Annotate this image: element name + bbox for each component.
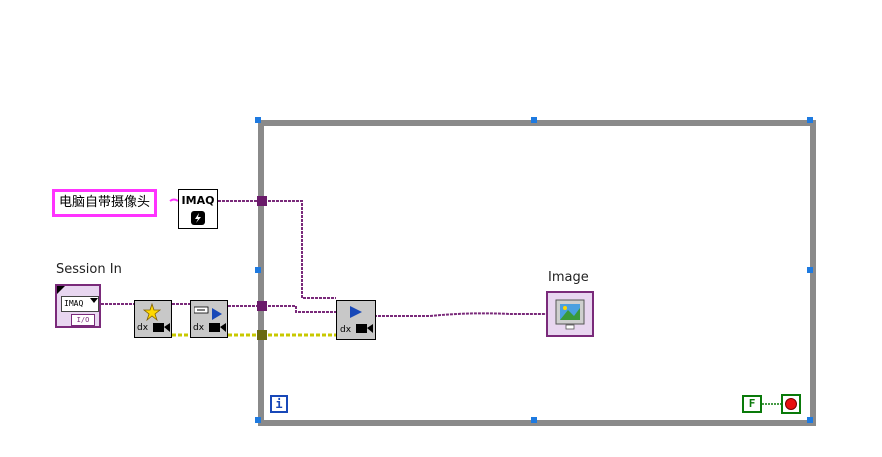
loop-handle-bottom-right[interactable] <box>807 417 813 423</box>
dx-open-node[interactable]: dx <box>134 300 172 338</box>
false-constant[interactable]: F <box>742 395 762 413</box>
camera-name-constant[interactable]: 电脑自带摄像头 <box>52 189 158 217</box>
image-wire[interactable] <box>374 312 546 317</box>
imaq-create-icon <box>191 211 205 225</box>
dx-label: dx <box>193 323 205 333</box>
chevron-down-icon <box>90 298 98 303</box>
dx-configure-node[interactable]: dx <box>190 300 228 338</box>
tunnel-imaq[interactable] <box>257 196 267 206</box>
image-indicator[interactable] <box>546 291 594 337</box>
session-wire-4[interactable] <box>268 305 336 313</box>
dx-grab-node[interactable]: dx <box>336 300 376 340</box>
loop-handle-right-mid[interactable] <box>807 267 813 273</box>
string-wire[interactable] <box>169 198 179 202</box>
io-badge: I/O <box>71 314 95 326</box>
session-in-label: Session In <box>56 262 122 277</box>
play-icon <box>212 308 222 320</box>
loop-handle-bottom-mid[interactable] <box>531 417 537 423</box>
wrench-icon <box>194 306 209 314</box>
stop-terminal[interactable] <box>781 394 801 414</box>
camera-icon <box>209 323 226 332</box>
image-label: Image <box>548 270 589 285</box>
image-display-icon <box>555 299 585 330</box>
session-in-control[interactable]: IMAQ I/O <box>55 284 101 328</box>
tunnel-session[interactable] <box>257 301 267 311</box>
session-icon-text: IMAQ <box>61 296 99 312</box>
play-icon <box>350 306 362 318</box>
loop-handle-top-left[interactable] <box>255 117 261 123</box>
tunnel-error[interactable] <box>257 330 267 340</box>
imaq-node-text: IMAQ <box>181 194 215 207</box>
camera-icon <box>356 324 373 333</box>
loop-handle-top-right[interactable] <box>807 117 813 123</box>
loop-handle-bottom-left[interactable] <box>255 417 261 423</box>
camera-icon <box>153 323 170 332</box>
loop-handle-top-mid[interactable] <box>531 117 537 123</box>
corner-marker <box>57 286 65 294</box>
stop-icon <box>785 398 797 410</box>
imaq-inside-wire[interactable] <box>268 200 336 299</box>
star-new-icon <box>143 303 161 321</box>
iteration-terminal[interactable]: i <box>270 395 288 413</box>
while-loop-frame[interactable] <box>258 120 816 426</box>
imaq-create-node[interactable]: IMAQ <box>178 189 218 229</box>
dx-label: dx <box>137 323 149 333</box>
dx-label: dx <box>340 325 352 335</box>
loop-handle-left-mid[interactable] <box>255 267 261 273</box>
